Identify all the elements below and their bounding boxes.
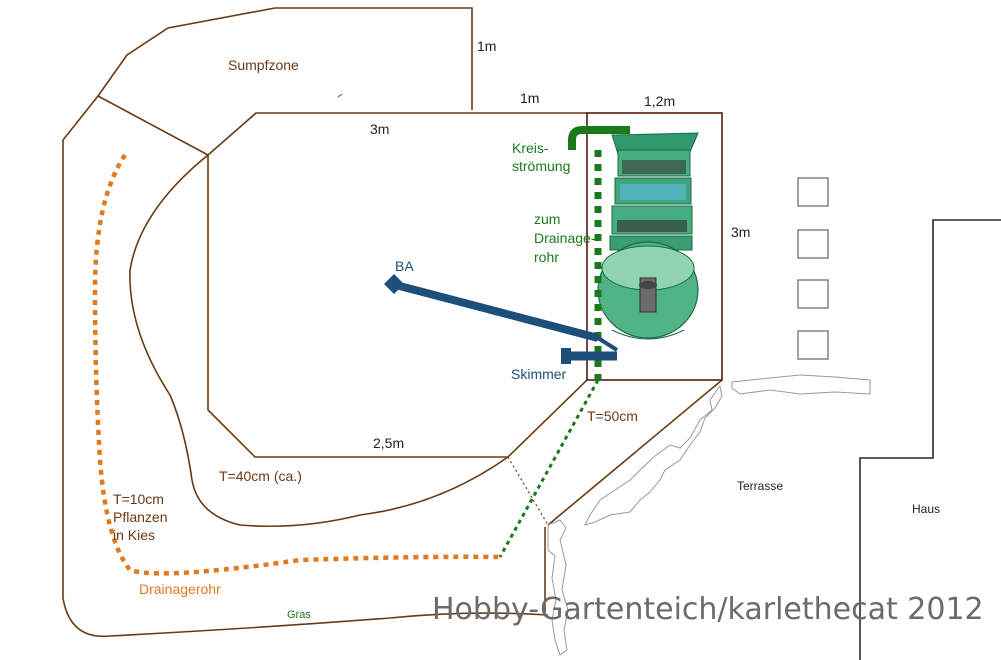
label-terrasse: Terrasse xyxy=(737,479,783,493)
label-zum-drainage-1: zum xyxy=(534,211,560,227)
label-kreisstroemung-1: Kreis- xyxy=(512,140,549,156)
pond-inner-polygon xyxy=(207,112,588,458)
stepping-stone xyxy=(797,279,829,309)
label-dim-3m-top: 3m xyxy=(370,121,389,137)
label-t10-2: Pflanzen xyxy=(113,509,167,525)
sumpfzone-divider xyxy=(97,95,209,156)
stepping-stone xyxy=(797,330,829,360)
dotted-connector xyxy=(507,456,549,526)
label-zum-drainage-3: rohr xyxy=(534,249,559,265)
watermark-text: Hobby-Gartenteich/karlethecat 2012 xyxy=(432,592,984,627)
label-dim-2-5m: 2,5m xyxy=(373,435,404,451)
label-dim-1m-mid: 1m xyxy=(520,90,539,106)
deep-zone-outer-line xyxy=(547,379,723,526)
terrace-stones xyxy=(547,374,871,656)
outer-garden-outline xyxy=(62,7,549,638)
label-dim-1m-top: 1m xyxy=(477,38,496,54)
filter-chambers xyxy=(609,132,699,251)
label-zum-drainage-2: Drainage- xyxy=(534,230,596,246)
bottom-drain-marker xyxy=(384,274,404,294)
label-drainagerohr: Drainagerohr xyxy=(139,581,221,597)
label-skimmer: Skimmer xyxy=(511,366,567,382)
skimmer-body xyxy=(561,348,571,364)
stepping-stone xyxy=(797,229,829,259)
label-dim-1-2m: 1,2m xyxy=(644,93,675,109)
dotted-to-drainage-line xyxy=(498,379,600,558)
small-mark xyxy=(337,93,343,98)
label-t50: T=50cm xyxy=(587,408,638,424)
label-dim-3m-right: 3m xyxy=(731,224,750,240)
circular-flow-pipe xyxy=(568,126,630,150)
label-sumpfzone: Sumpfzone xyxy=(228,57,299,73)
label-t10-1: T=10cm xyxy=(113,491,164,507)
house-outline xyxy=(859,219,1001,660)
label-t10-3: in Kies xyxy=(113,527,155,543)
shallow-zone-curve xyxy=(129,154,509,528)
label-t40: T=40cm (ca.) xyxy=(219,468,302,484)
label-haus: Haus xyxy=(912,502,940,516)
vortex-filter xyxy=(597,241,699,340)
label-gras: Gras xyxy=(287,609,311,621)
label-ba: BA xyxy=(395,258,414,274)
label-kreisstroemung-2: strömung xyxy=(512,158,570,174)
stepping-stone xyxy=(797,177,829,207)
drainage-pipe-dotted xyxy=(92,153,501,576)
bottom-drain-pipe xyxy=(390,280,600,342)
filter-area-box xyxy=(586,112,723,381)
